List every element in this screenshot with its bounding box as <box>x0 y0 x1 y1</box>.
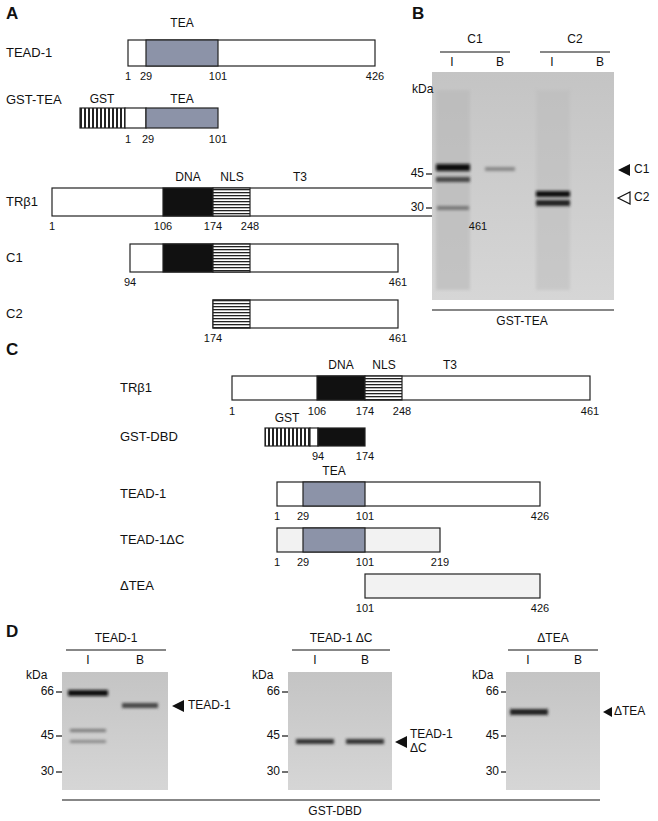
panel-letter: A <box>6 4 18 24</box>
residue-number: 1 <box>125 133 131 146</box>
axis-unit: kDa <box>26 669 47 683</box>
axis-unit: kDa <box>412 83 433 97</box>
lane-group: TEAD-1 ΔC <box>310 632 373 646</box>
band-label: ΔTEA <box>614 705 645 719</box>
lane-group: C2 <box>567 33 582 47</box>
marker-size: 45 <box>41 729 54 743</box>
residue-number: 101 <box>209 70 227 83</box>
lane-label: I <box>86 654 89 668</box>
domain-label: TEA <box>322 465 345 479</box>
band-label: TEAD-1 ΔC <box>410 728 460 756</box>
residue-number: 174 <box>356 450 374 463</box>
residue-number: 1 <box>229 405 235 418</box>
residue-number: 29 <box>142 133 154 146</box>
bait-label: GST-TEA <box>496 315 547 329</box>
residue-number: 461 <box>581 405 599 418</box>
axis-unit: kDa <box>472 669 493 683</box>
residue-number: 101 <box>356 556 374 569</box>
residue-number: 29 <box>297 556 309 569</box>
axis-unit: kDa <box>252 669 273 683</box>
panel-letter: C <box>6 340 18 360</box>
residue-number: 174 <box>204 220 222 233</box>
gel-b <box>426 52 630 310</box>
band-label: TEAD-1 <box>188 699 231 713</box>
marker-size: 66 <box>486 685 499 699</box>
protein-name: TRβ1 <box>6 195 38 210</box>
protein-name: TEAD-1 <box>6 46 52 61</box>
domain-label: T3 <box>443 359 457 373</box>
marker-size: 30 <box>267 765 280 779</box>
protein-name: GST-TEA <box>6 93 62 108</box>
residue-number: 94 <box>124 276 136 289</box>
residue-number: 101 <box>356 510 374 523</box>
marker-size: 30 <box>41 765 54 779</box>
protein-name: C2 <box>6 307 23 322</box>
domain-label: T3 <box>293 171 307 185</box>
lane-group: ΔTEA <box>537 632 568 646</box>
domain-label: DNA <box>328 359 353 373</box>
residue-number: 174 <box>204 332 222 345</box>
band-label: C1 <box>634 163 649 177</box>
residue-number: 29 <box>297 510 309 523</box>
panel-letter: D <box>6 622 18 642</box>
lane-group: C1 <box>467 33 482 47</box>
lane-label: I <box>313 654 316 668</box>
lane-label: B <box>361 654 369 668</box>
domain-label: NLS <box>372 359 395 373</box>
residue-number: 101 <box>356 602 374 615</box>
residue-number: 94 <box>312 450 324 463</box>
residue-number: 219 <box>431 556 449 569</box>
marker-size: 30 <box>411 201 424 215</box>
panel-letter: B <box>412 4 424 24</box>
domain-label: DNA <box>175 171 200 185</box>
band-label: C2 <box>634 191 649 205</box>
residue-number: 106 <box>308 405 326 418</box>
marker-size: 30 <box>486 765 499 779</box>
residue-number: 101 <box>209 133 227 146</box>
domain-label: TEA <box>170 17 193 31</box>
lane-label: I <box>526 654 529 668</box>
domain-label: GST <box>275 412 300 426</box>
lane-label: B <box>574 654 582 668</box>
residue-number: 1 <box>125 70 131 83</box>
protein-name: ΔTEA <box>120 579 154 594</box>
lane-label: I <box>550 56 553 70</box>
residue-number: 248 <box>393 405 411 418</box>
residue-number: 106 <box>154 220 172 233</box>
residue-number: 461 <box>389 332 407 345</box>
residue-number: 426 <box>366 70 384 83</box>
marker-size: 45 <box>267 729 280 743</box>
protein-name: GST-DBD <box>120 430 178 445</box>
marker-size: 45 <box>411 167 424 181</box>
residue-number: 426 <box>531 602 549 615</box>
residue-number: 248 <box>241 220 259 233</box>
residue-number: 29 <box>140 70 152 83</box>
residue-number: 426 <box>531 510 549 523</box>
residue-number: 1 <box>274 510 280 523</box>
lane-label: B <box>136 654 144 668</box>
protein-name: TEAD-1 <box>120 487 166 502</box>
residue-number: 461 <box>469 220 487 233</box>
protein-name: TRβ1 <box>120 381 152 396</box>
marker-size: 66 <box>41 685 54 699</box>
lane-group: TEAD-1 <box>95 632 138 646</box>
bait-label: GST-DBD <box>308 805 361 819</box>
residue-number: 461 <box>389 276 407 289</box>
protein-name: TEAD-1ΔC <box>120 533 184 548</box>
residue-number: 1 <box>49 220 55 233</box>
domain-label: NLS <box>220 171 243 185</box>
lane-label: B <box>496 56 504 70</box>
residue-number: 174 <box>356 405 374 418</box>
gel-d <box>56 650 612 800</box>
marker-size: 45 <box>486 729 499 743</box>
domain-label: TEA <box>170 93 193 107</box>
lane-label: B <box>596 56 604 70</box>
protein-name: C1 <box>6 251 23 266</box>
lane-label: I <box>450 56 453 70</box>
domain-label: GST <box>90 93 115 107</box>
marker-size: 66 <box>267 685 280 699</box>
residue-number: 1 <box>274 556 280 569</box>
